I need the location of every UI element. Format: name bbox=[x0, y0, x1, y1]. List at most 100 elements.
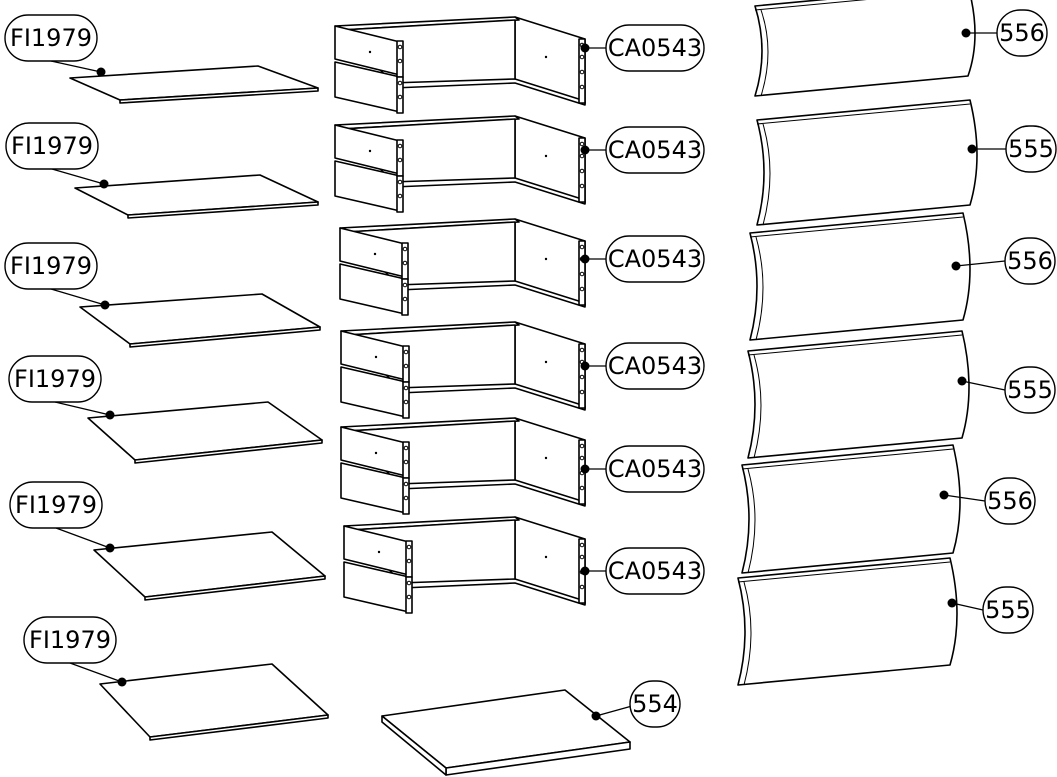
screw-hole bbox=[579, 485, 585, 491]
drawer-fronts-column: 556 555 556 555 556 555 bbox=[737, 0, 1057, 686]
bottom-panel: FI1979 bbox=[5, 122, 319, 219]
drawer-front: 555 bbox=[747, 330, 1056, 459]
bottom-panel: FI1979 bbox=[23, 616, 329, 741]
center-mark bbox=[544, 360, 548, 364]
screw-hole bbox=[403, 349, 409, 355]
drawer-box: CA0543 bbox=[343, 516, 705, 614]
screw-hole bbox=[397, 58, 403, 64]
screw-hole bbox=[406, 558, 412, 564]
leader-dot bbox=[580, 43, 590, 53]
base-panel-top bbox=[381, 689, 631, 769]
drawer-front: 555 bbox=[756, 99, 1057, 226]
callout-bubble bbox=[605, 126, 705, 174]
callout-label: 555 bbox=[985, 596, 1031, 624]
center-mark bbox=[374, 355, 378, 359]
callout-front: 556 bbox=[939, 477, 1036, 525]
drawer-front-side-edge bbox=[762, 123, 771, 226]
drawer-box: CA0543 bbox=[334, 16, 705, 114]
callout-bubble bbox=[1005, 125, 1057, 173]
leader-dot bbox=[580, 145, 590, 155]
leader-line bbox=[51, 168, 105, 185]
screw-hole bbox=[397, 80, 403, 86]
leader-line bbox=[943, 494, 986, 502]
center-mark bbox=[544, 257, 548, 261]
callout-drawer: CA0543 bbox=[580, 445, 705, 493]
drawer-front-face bbox=[756, 99, 978, 226]
callout-label: 556 bbox=[987, 487, 1033, 515]
leader-line bbox=[69, 662, 123, 683]
callout-front: 555 bbox=[967, 125, 1057, 173]
panel-edge bbox=[144, 575, 326, 601]
drawer-front-side-edge bbox=[743, 581, 752, 686]
screw-hole bbox=[397, 157, 403, 163]
leader-dot bbox=[939, 490, 949, 500]
screw-hole bbox=[402, 246, 408, 252]
drawer-back-end-cap bbox=[578, 240, 586, 306]
screw-hole bbox=[579, 54, 585, 60]
callout-drawer: CA0543 bbox=[580, 24, 705, 72]
screw-hole bbox=[579, 244, 585, 250]
center-mark bbox=[368, 149, 372, 153]
panel-top-face bbox=[74, 174, 319, 216]
center-mark bbox=[368, 50, 372, 54]
screw-hole bbox=[403, 445, 409, 451]
drawer-front-face bbox=[754, 0, 976, 97]
drawer-box: CA0543 bbox=[340, 417, 705, 515]
bottom-panel: FI1979 bbox=[4, 242, 321, 348]
screw-hole bbox=[397, 179, 403, 185]
callout-bubble bbox=[996, 9, 1048, 57]
callout-label: CA0543 bbox=[608, 455, 702, 483]
callout-bubble bbox=[8, 355, 102, 403]
callout-label: FI1979 bbox=[14, 365, 96, 393]
screw-hole bbox=[402, 260, 408, 266]
callout-bubble bbox=[5, 122, 99, 170]
panel-top-face bbox=[79, 293, 321, 345]
screw-hole bbox=[579, 554, 585, 560]
callout-front: 555 bbox=[947, 586, 1034, 634]
screw-hole bbox=[579, 69, 585, 75]
drawer-front: 556 bbox=[749, 212, 1056, 341]
drawer-box: CA0543 bbox=[340, 321, 705, 419]
drawer-front: 556 bbox=[754, 0, 1048, 97]
callout-front: 556 bbox=[961, 9, 1048, 57]
drawer-front-face bbox=[749, 212, 971, 341]
screw-hole bbox=[579, 443, 585, 449]
base-panel-side-edge bbox=[381, 715, 447, 776]
panel-top-face bbox=[99, 663, 329, 738]
screw-hole bbox=[579, 347, 585, 353]
drawer-front: 555 bbox=[737, 557, 1034, 686]
center-mark bbox=[374, 451, 378, 455]
drawer-front-top-edge bbox=[754, 0, 867, 11]
callout-label: CA0543 bbox=[608, 352, 702, 380]
screw-hole bbox=[402, 296, 408, 302]
callout-panel: FI1979 bbox=[8, 355, 115, 420]
screw-hole bbox=[579, 271, 585, 277]
leader-dot bbox=[580, 464, 590, 474]
screw-hole bbox=[579, 153, 585, 159]
screw-hole bbox=[579, 286, 585, 292]
drawer-front-side-edge bbox=[755, 236, 764, 341]
screw-hole bbox=[397, 143, 403, 149]
center-mark bbox=[544, 456, 548, 460]
leader-dot bbox=[105, 410, 115, 420]
callout-bubble bbox=[4, 242, 98, 290]
screw-hole bbox=[403, 363, 409, 369]
callout-front: 556 bbox=[951, 237, 1056, 285]
screw-hole bbox=[579, 168, 585, 174]
callout-panel: FI1979 bbox=[9, 481, 115, 553]
callout-drawer: CA0543 bbox=[580, 235, 705, 283]
callout-label: 554 bbox=[632, 690, 678, 718]
leader-line bbox=[50, 60, 102, 73]
leader-dot bbox=[580, 254, 590, 264]
panel-edge bbox=[134, 439, 323, 464]
drawer-front-face bbox=[737, 557, 958, 686]
callout-label: 556 bbox=[999, 19, 1045, 47]
leader-line bbox=[54, 401, 111, 416]
leader-dot bbox=[951, 261, 961, 271]
leader-line bbox=[951, 602, 984, 611]
callout-label: CA0543 bbox=[608, 557, 702, 585]
leader-line bbox=[595, 705, 633, 717]
drawer-front-top-edge bbox=[747, 334, 963, 356]
